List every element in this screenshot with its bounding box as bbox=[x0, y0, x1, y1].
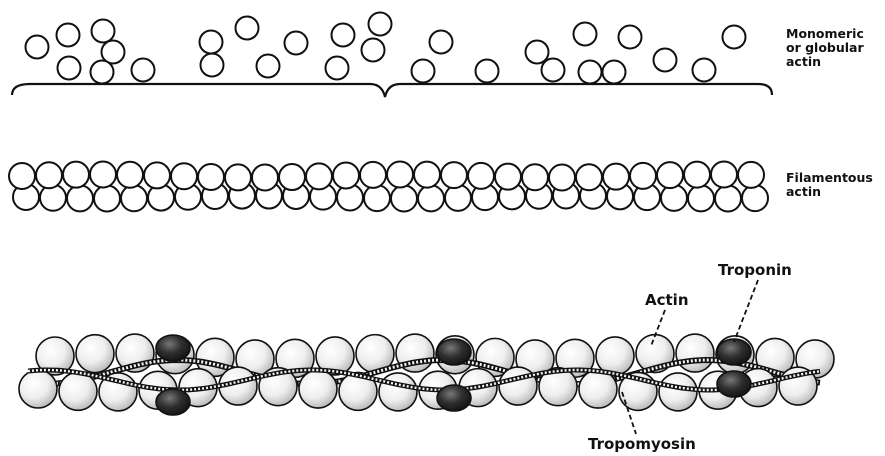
filament-bead bbox=[36, 162, 62, 188]
troponin-complex bbox=[156, 389, 190, 415]
filament-bead bbox=[549, 164, 575, 190]
filament-bead bbox=[684, 162, 710, 188]
monomeric-label-line-2: or globular bbox=[786, 41, 864, 55]
filament-bead bbox=[414, 162, 440, 188]
troponin-label: Troponin bbox=[718, 262, 792, 279]
troponin-complex bbox=[437, 385, 471, 411]
filament-bead bbox=[576, 164, 602, 190]
filament-bead bbox=[657, 162, 683, 188]
filament-bead bbox=[661, 185, 687, 211]
filament-bead bbox=[468, 163, 494, 189]
thin-filament-group bbox=[19, 334, 834, 415]
actin-globule bbox=[19, 370, 57, 408]
filamentous-label-line-1: Filamentous bbox=[786, 171, 873, 185]
globular-actin-monomer bbox=[257, 55, 280, 78]
globular-actin-monomer bbox=[693, 59, 716, 82]
actin-globule bbox=[499, 367, 537, 405]
globular-actin-monomer bbox=[91, 61, 114, 84]
actin-globule bbox=[676, 334, 714, 372]
globular-actin-monomer bbox=[26, 36, 49, 59]
actin-globule bbox=[659, 373, 697, 411]
filament-bead bbox=[364, 185, 390, 211]
filament-bead bbox=[441, 162, 467, 188]
filament-bead bbox=[171, 163, 197, 189]
globular-actin-monomer bbox=[285, 32, 308, 55]
globular-actin-monomer bbox=[412, 60, 435, 83]
filamentous-label: Filamentous actin bbox=[786, 171, 873, 199]
globular-actin-monomer bbox=[332, 24, 355, 47]
filament-bead bbox=[522, 164, 548, 190]
filament-bead bbox=[63, 162, 89, 188]
filament-bead bbox=[144, 162, 170, 188]
filamentous-label-line-2: actin bbox=[786, 185, 873, 199]
globular-actin-monomer bbox=[723, 26, 746, 49]
actin-globule bbox=[579, 370, 617, 408]
globular-actin-monomer bbox=[201, 54, 224, 77]
globular-actin-monomer bbox=[92, 20, 115, 43]
globular-actin-monomer bbox=[542, 59, 565, 82]
filament-bead bbox=[121, 185, 147, 211]
filament-bead bbox=[630, 163, 656, 189]
filament-bead bbox=[495, 164, 521, 190]
troponin-complex bbox=[717, 339, 751, 365]
filament-bead bbox=[279, 164, 305, 190]
globular-actin-monomer bbox=[619, 26, 642, 49]
globular-actin-monomer bbox=[326, 57, 349, 80]
globular-actin-monomer bbox=[654, 49, 677, 72]
globular-actin-monomer bbox=[574, 23, 597, 46]
monomeric-label: Monomeric or globular actin bbox=[786, 27, 864, 69]
globular-actin-monomer bbox=[369, 13, 392, 36]
globular-actin-monomer bbox=[603, 61, 626, 84]
filamentous-actin-group bbox=[9, 162, 768, 212]
globular-actin-monomer bbox=[526, 41, 549, 64]
actin-globule bbox=[299, 370, 337, 408]
filament-bead bbox=[9, 163, 35, 189]
troponin-leader-line bbox=[734, 280, 758, 342]
filament-bead bbox=[742, 185, 768, 211]
globular-actin-monomer bbox=[579, 61, 602, 84]
filament-bead bbox=[40, 185, 66, 211]
filament-bead bbox=[225, 164, 251, 190]
filament-bead bbox=[306, 163, 332, 189]
globular-actin-monomer bbox=[236, 17, 259, 40]
filament-bead bbox=[198, 164, 224, 190]
filament-bead bbox=[418, 185, 444, 211]
monomeric-label-line-3: actin bbox=[786, 55, 864, 69]
globular-actin-monomer bbox=[430, 31, 453, 54]
globular-actin-monomer bbox=[57, 24, 80, 47]
filament-bead bbox=[603, 164, 629, 190]
filament-bead bbox=[688, 185, 714, 211]
filament-bead bbox=[117, 162, 143, 188]
actin-globule bbox=[59, 372, 97, 410]
filament-bead bbox=[711, 162, 737, 188]
filament-bead bbox=[333, 163, 359, 189]
globular-actin-monomer bbox=[132, 59, 155, 82]
tropomyosin-label: Tropomyosin bbox=[588, 436, 696, 453]
filament-bead bbox=[391, 185, 417, 211]
filament-bead bbox=[360, 162, 386, 188]
filament-bead bbox=[715, 185, 741, 211]
troponin-complex bbox=[437, 339, 471, 365]
filament-bead bbox=[252, 164, 278, 190]
globular-actin-monomer bbox=[58, 57, 81, 80]
globular-actin-monomer bbox=[362, 39, 385, 62]
troponin-complex bbox=[156, 335, 190, 361]
actin-label: Actin bbox=[645, 292, 689, 309]
monomeric-label-line-1: Monomeric bbox=[786, 27, 864, 41]
filament-bead bbox=[387, 162, 413, 188]
actin-globule bbox=[379, 373, 417, 411]
filament-bead bbox=[90, 162, 116, 188]
filament-bead bbox=[445, 185, 471, 211]
troponin-complex bbox=[717, 371, 751, 397]
filament-bead bbox=[94, 185, 120, 211]
monomer-brace bbox=[12, 84, 772, 97]
globular-actin-monomer bbox=[476, 60, 499, 83]
filament-bead bbox=[738, 162, 764, 188]
globular-actin-monomer bbox=[200, 31, 223, 54]
monomeric-actin-group bbox=[26, 13, 746, 84]
filament-bead bbox=[67, 185, 93, 211]
actin-globule bbox=[76, 335, 114, 373]
